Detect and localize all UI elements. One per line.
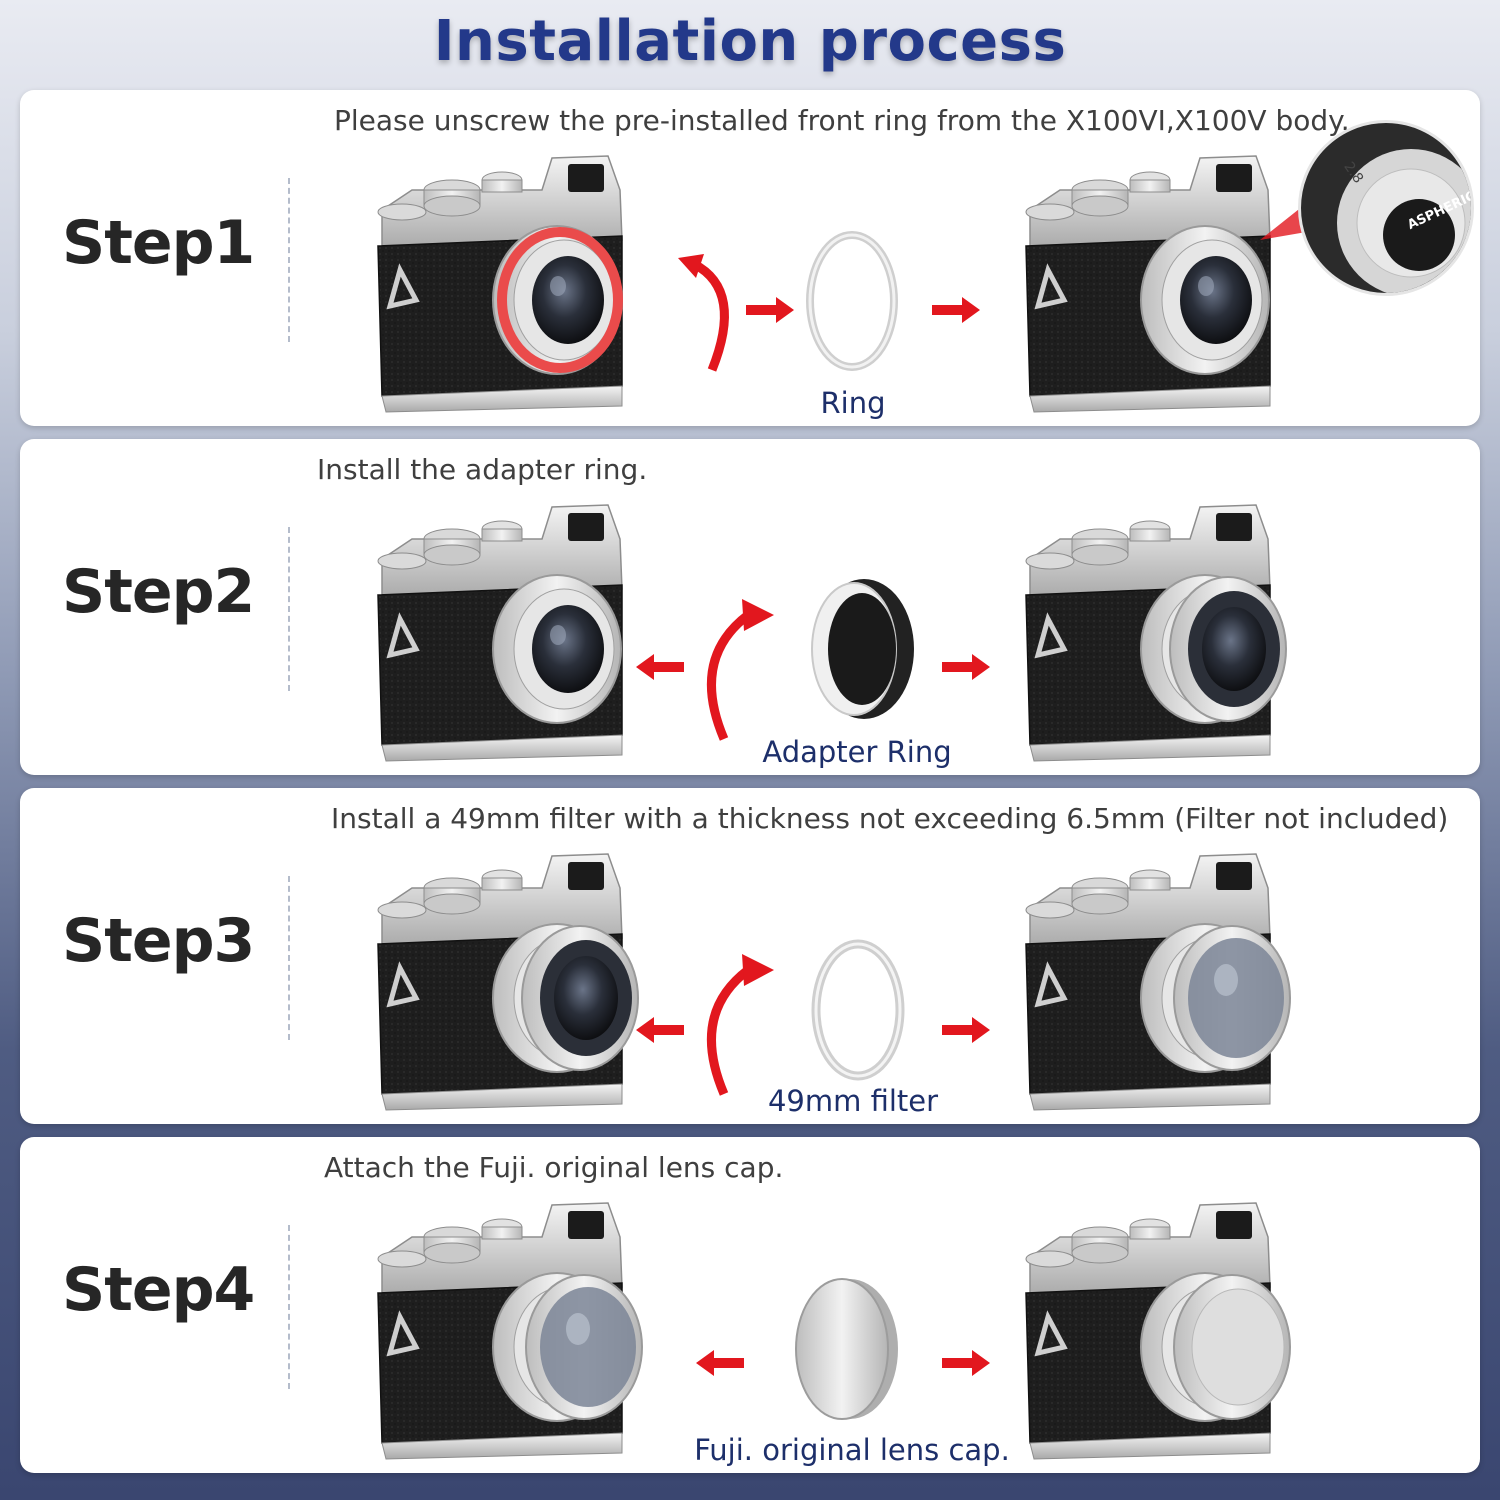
step-2-panel: Step2 Install the adapter ring. Adapter … <box>20 439 1480 775</box>
step-1-part-label: Ring <box>820 386 886 420</box>
camera-before-icon <box>372 848 639 1118</box>
step-3-part-label: 49mm filter <box>767 1084 939 1118</box>
step-4-label: Step4 <box>62 1255 255 1325</box>
adapter-ring-icon <box>811 579 914 719</box>
arrow-right-icon <box>942 1350 990 1376</box>
camera-after-icon <box>1020 848 1291 1118</box>
step-1-panel: Step1 Please unscrew the pre-installed f… <box>20 90 1480 426</box>
unscrew-arrow-icon <box>678 254 729 372</box>
page-title: Installation process <box>433 9 1067 74</box>
step-divider <box>288 876 290 1040</box>
arrow-right-icon <box>942 654 990 680</box>
step-1-instruction: Please unscrew the pre-installed front r… <box>334 104 1350 137</box>
highlighted-ring-icon <box>497 227 623 373</box>
step-4-panel: Step4 Attach the Fuji. original lens cap… <box>20 1137 1480 1473</box>
lens-closeup-icon: ASPHERICAL 2.8 <box>1337 149 1471 293</box>
lens-closeup-inset: ASPHERICAL 2.8 <box>1298 120 1474 296</box>
step-divider <box>288 1225 290 1389</box>
arrow-right-icon <box>942 1017 990 1043</box>
step-4-part-label: Fuji. original lens cap. <box>694 1433 1010 1467</box>
arrow-left-icon <box>636 1017 684 1043</box>
camera-before-icon <box>372 150 642 420</box>
arrow-left-icon <box>636 654 684 680</box>
camera-after-icon <box>1020 150 1290 420</box>
filter-ring-icon <box>811 939 905 1081</box>
install-arrow-icon <box>706 954 774 1096</box>
arrow-right-icon <box>932 297 980 323</box>
ring-icon <box>806 231 898 371</box>
step-2-instruction: Install the adapter ring. <box>317 453 648 486</box>
camera-before-icon <box>372 499 642 769</box>
camera-after-icon <box>1020 499 1287 769</box>
step-3-label: Step3 <box>62 906 255 976</box>
step-3-panel: Step3 Install a 49mm filter with a thick… <box>20 788 1480 1124</box>
step-divider <box>288 178 290 342</box>
install-arrow-icon <box>706 599 774 741</box>
step-2-label: Step2 <box>62 557 255 627</box>
lens-cap-icon <box>795 1278 898 1420</box>
step-1-label: Step1 <box>62 208 255 278</box>
camera-before-icon <box>372 1197 643 1467</box>
step-divider <box>288 527 290 691</box>
arrow-left-icon <box>696 1350 744 1376</box>
step-4-instruction: Attach the Fuji. original lens cap. <box>324 1151 784 1184</box>
step-3-instruction: Install a 49mm filter with a thickness n… <box>331 802 1449 835</box>
camera-after-icon <box>1020 1197 1291 1467</box>
arrow-right-icon <box>746 297 794 323</box>
step-2-part-label: Adapter Ring <box>762 735 952 769</box>
